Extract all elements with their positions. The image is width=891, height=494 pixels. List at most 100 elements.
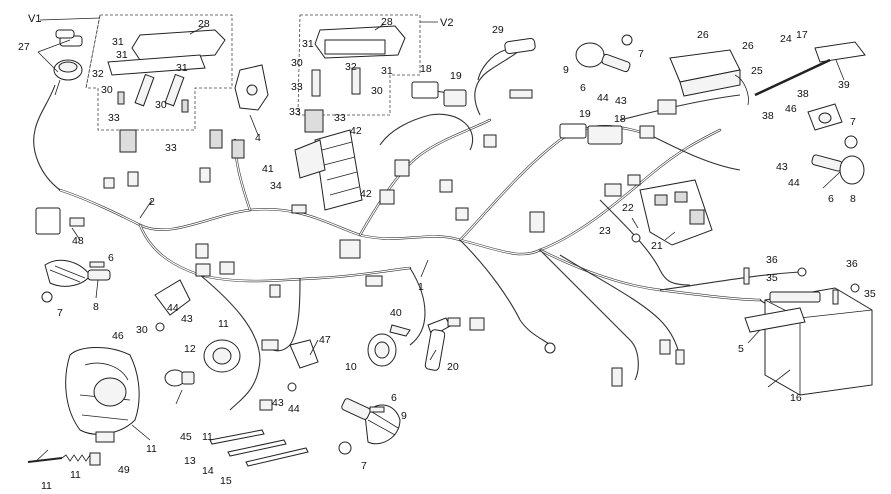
label-23: 23 <box>599 225 611 237</box>
cdi-ecu-unit <box>294 129 363 211</box>
label-34: 34 <box>270 180 282 192</box>
bulb-socket <box>203 339 241 373</box>
label-30-a: 30 <box>101 84 113 96</box>
harness-connectors <box>103 89 685 411</box>
headlight-assembly <box>65 347 140 443</box>
relay-fuse-box <box>604 174 713 246</box>
battery <box>764 287 873 396</box>
bolt-6-bottom <box>369 406 385 413</box>
headlight-mounting-bolt <box>27 452 101 466</box>
label-1: 1 <box>418 281 424 293</box>
connector-18-right <box>587 125 623 145</box>
label-26-a: 26 <box>697 29 709 41</box>
label-32-b: 32 <box>345 61 357 73</box>
label-46-right: 46 <box>785 103 797 115</box>
connector-48 <box>69 217 85 227</box>
sensor-29 <box>477 37 536 81</box>
label-33-e: 33 <box>334 112 346 124</box>
label-41: 41 <box>262 163 274 175</box>
label-43-bottom: 43 <box>272 397 284 409</box>
bulb-7-right <box>844 135 858 149</box>
mirror-turn-signal-right <box>575 42 631 73</box>
rear-light-bracket <box>754 41 866 97</box>
label-8-left: 8 <box>93 301 99 313</box>
label-18-right: 18 <box>614 113 626 125</box>
turn-signal-front-left <box>44 259 111 287</box>
label-42-a: 42 <box>350 125 362 137</box>
ignition-coil <box>424 317 461 371</box>
label-6-right: 6 <box>828 193 834 205</box>
bolt-36-left <box>743 267 750 285</box>
battery-strap <box>744 307 806 333</box>
label-11-spring: 11 <box>70 469 81 481</box>
label-46-left: 46 <box>112 330 124 342</box>
label-7-left: 7 <box>57 307 63 319</box>
label-26-b: 26 <box>742 40 754 52</box>
label-33-d: 33 <box>289 106 301 118</box>
bracket-47 <box>289 339 319 369</box>
horn <box>367 324 411 367</box>
label-33-a: 33 <box>108 112 120 124</box>
label-9-bottom: 9 <box>401 410 407 422</box>
label-11-socket: 11 <box>218 318 229 330</box>
label-31-a: 31 <box>112 36 124 48</box>
label-45: 45 <box>180 431 192 443</box>
label-31-e: 31 <box>381 65 393 77</box>
label-13: 13 <box>184 455 196 467</box>
label-28-v1: 28 <box>198 18 210 30</box>
label-2: 2 <box>149 196 155 208</box>
label-9-top: 9 <box>563 64 569 76</box>
voltage-regulator <box>657 49 749 115</box>
label-44-bottom: 44 <box>288 403 300 415</box>
instrument-cluster-v2-group <box>297 14 438 116</box>
label-7-top: 7 <box>638 48 644 60</box>
label-14: 14 <box>202 465 214 477</box>
label-43-left: 43 <box>181 313 193 325</box>
label-29: 29 <box>492 24 504 36</box>
label-27: 27 <box>18 41 30 53</box>
license-plate-light <box>807 103 843 131</box>
part-number-labels: V1 V2 27 28 28 29 31 31 31 32 30 30 33 3… <box>18 13 876 492</box>
label-18-left: 18 <box>420 63 432 75</box>
cable-ties <box>209 429 309 467</box>
label-43-top: 43 <box>615 95 627 107</box>
label-19-left: 19 <box>450 70 462 82</box>
bracket-46 <box>154 279 191 316</box>
label-22: 22 <box>622 202 634 214</box>
label-44-left: 44 <box>167 302 179 314</box>
leader-lines <box>34 23 845 463</box>
label-7-right: 7 <box>850 116 856 128</box>
label-6-top: 6 <box>580 82 586 94</box>
label-31-b: 31 <box>116 49 128 61</box>
connector-19-left <box>443 89 467 107</box>
label-47: 47 <box>319 334 331 346</box>
label-36-right: 36 <box>846 258 858 270</box>
label-43-right: 43 <box>776 161 788 173</box>
label-44-right: 44 <box>788 177 800 189</box>
label-7-bottom: 7 <box>361 460 367 472</box>
label-30-b: 30 <box>155 99 167 111</box>
secondary-wires <box>33 49 801 411</box>
label-49: 49 <box>118 464 130 476</box>
label-38-b: 38 <box>762 110 774 122</box>
turn-signal-rear-right <box>811 154 865 185</box>
label-25: 25 <box>751 65 763 77</box>
relay-48 <box>35 207 61 235</box>
instrument-cluster-v1-group <box>39 14 233 131</box>
label-11-b: 11 <box>202 431 213 443</box>
label-35-right: 35 <box>864 288 876 300</box>
bulb-7-top <box>621 34 633 46</box>
label-30-c: 30 <box>291 57 303 69</box>
turn-signal-rear-left <box>341 398 401 445</box>
label-19-right: 19 <box>579 108 591 120</box>
label-6-left: 6 <box>108 252 114 264</box>
instrument-cluster-v1 <box>107 29 226 153</box>
handlebar-switch <box>209 64 269 159</box>
label-38-a: 38 <box>797 88 809 100</box>
label-21: 21 <box>651 240 663 252</box>
label-28-v2: 28 <box>381 16 393 28</box>
label-40: 40 <box>390 307 402 319</box>
label-30-left: 30 <box>136 324 148 336</box>
label-31-d: 31 <box>302 38 314 50</box>
bolt-36-right <box>832 289 839 305</box>
